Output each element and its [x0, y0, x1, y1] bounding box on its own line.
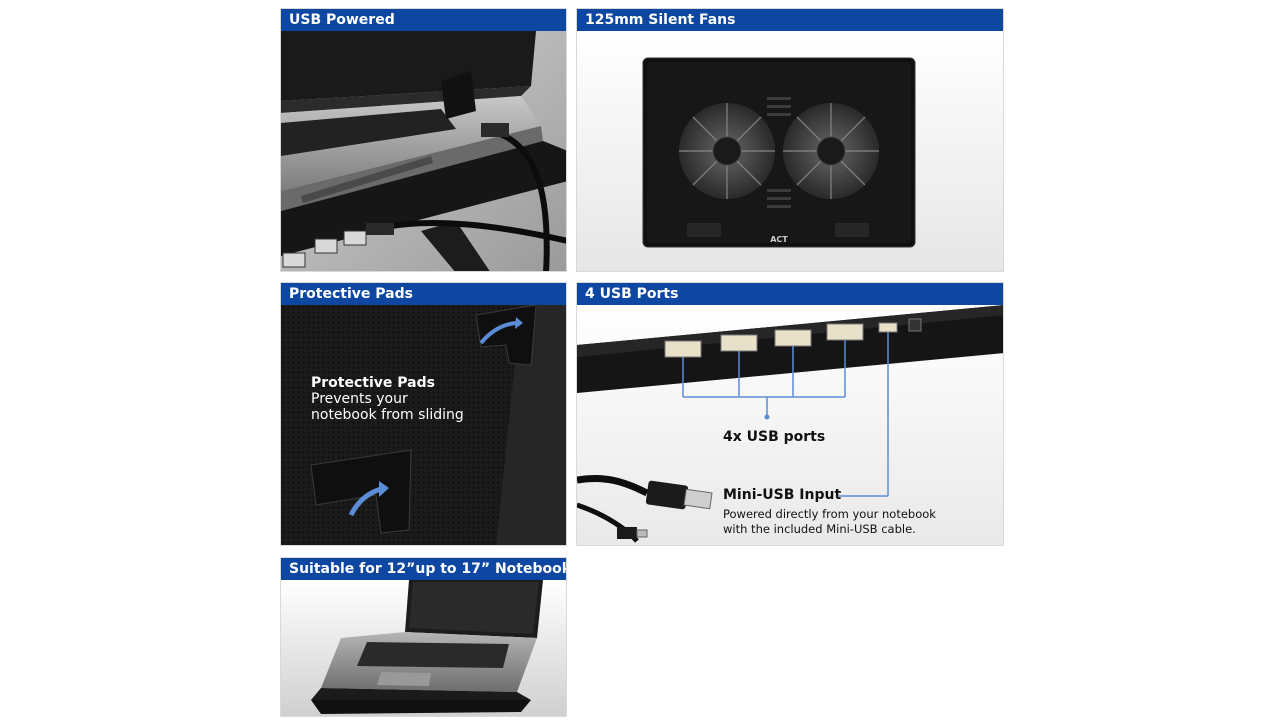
usb-ports-label: 4x USB ports: [723, 429, 826, 445]
protective-pads-panel: Protective Pads Protective: [280, 282, 567, 546]
pads-callout-line1: Prevents your: [311, 391, 408, 407]
protective-pads-photo: Protective Pads Prevents your notebook f…: [281, 305, 566, 545]
suitable-notebooks-panel: Suitable for 12”up to 17” Notebooks: [280, 557, 567, 717]
mini-usb-line2: with the included Mini-USB cable.: [723, 522, 916, 536]
usb-ports-panel: 4 USB Ports: [576, 282, 1004, 546]
usb-ports-header: 4 USB Ports: [577, 283, 1003, 305]
silent-fans-header: 125mm Silent Fans: [577, 9, 1003, 31]
pads-callout-line2: notebook from sliding: [311, 407, 464, 423]
usb-powered-header: USB Powered: [281, 9, 566, 31]
mini-usb-title: Mini-USB Input: [723, 487, 842, 503]
silent-fans-panel: 125mm Silent Fans: [576, 8, 1004, 272]
protective-pads-header: Protective Pads: [281, 283, 566, 305]
pads-callout-title: Protective Pads: [311, 375, 435, 391]
suitable-notebooks-photo: [281, 580, 566, 716]
silent-fans-photo: ACT: [577, 31, 1003, 271]
brand-logo: ACT: [770, 235, 788, 244]
pads-callout: Protective Pads Prevents your notebook f…: [311, 375, 464, 423]
usb-powered-panel: USB Powered: [280, 8, 567, 272]
usb-ports-photo: 4x USB ports Mini-USB Input Powered dire…: [577, 305, 1003, 545]
usb-powered-photo: [281, 31, 566, 271]
mini-usb-line1: Powered directly from your notebook: [723, 507, 936, 521]
suitable-notebooks-header: Suitable for 12”up to 17” Notebooks: [281, 558, 566, 580]
